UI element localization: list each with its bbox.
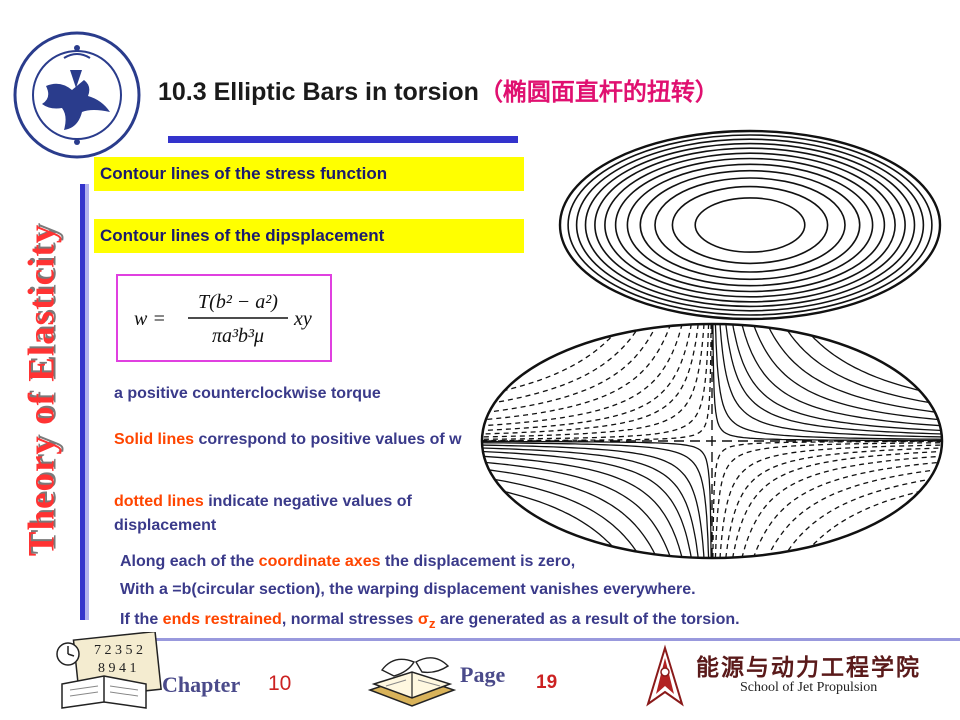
ends-text-end: are generated as a result of the torsion… — [435, 611, 740, 628]
warping-formula: w = T(b² − a²) πa³b³μ xy — [116, 274, 332, 362]
university-logo — [12, 30, 142, 160]
axes-emphasis: coordinate axes — [258, 553, 381, 570]
school-name-chinese: 能源与动力工程学院 — [696, 655, 921, 681]
ends-text-start: If the — [120, 611, 163, 628]
axes-note: Along each of the coordinate axes the di… — [120, 550, 575, 574]
axes-text-start: Along each of the — [120, 553, 259, 570]
chapter-number: 10 — [268, 672, 292, 695]
displacement-label: Contour lines of the dipsplacement — [94, 219, 524, 253]
restrained-ends-note: If the ends restrained, normal stresses … — [120, 608, 740, 636]
torque-note: a positive counterclockwise torque — [114, 385, 381, 402]
dotted-lines-note: dotted lines indicate negative values of… — [114, 490, 514, 538]
title-underline — [168, 136, 518, 143]
solid-lines-text: correspond to positive values of w — [194, 431, 462, 448]
ends-text-mid: , normal stresses — [281, 611, 418, 628]
slide-title: 10.3 Elliptic Bars in torsion（椭圆面直杆的扭转） — [158, 72, 719, 107]
solid-lines-note: Solid lines correspond to positive value… — [114, 428, 494, 452]
formula-denominator: πa³b³μ — [212, 325, 264, 347]
math-clipart-icon: 7 2 3 5 2 8 9 4 1 — [54, 630, 166, 712]
sidebar-rule-shadow — [84, 184, 89, 620]
school-name-english: School of Jet Propulsion — [740, 680, 878, 695]
chapter-label: Chapter — [162, 672, 241, 697]
sigma-symbol: σz — [417, 611, 436, 632]
book-icon — [364, 650, 460, 712]
vertical-course-title: Theory of Elasticity — [21, 223, 63, 557]
circular-section-note: With a =b(circular section), the warping… — [120, 581, 696, 598]
ends-emphasis: ends restrained — [162, 611, 282, 628]
solid-lines-emphasis: Solid lines — [114, 431, 195, 448]
dotted-lines-text: indicate negative values of displacement — [114, 493, 412, 534]
title-chinese: （椭圆面直杆的扭转） — [478, 78, 719, 106]
stress-function-contours — [558, 129, 942, 321]
page-label: Page — [460, 662, 506, 687]
dotted-lines-emphasis: dotted lines — [114, 493, 204, 510]
svg-text:8 9 4 1: 8 9 4 1 — [98, 661, 137, 676]
footer-rule — [120, 638, 960, 641]
sidebar-rule — [80, 184, 85, 620]
sigma-subscript: z — [428, 616, 436, 632]
formula-rhs: xy — [293, 308, 312, 330]
displacement-contours — [480, 322, 944, 560]
school-emblem-icon — [644, 644, 686, 710]
svg-text:7 2 3 5 2: 7 2 3 5 2 — [94, 643, 143, 658]
axes-text-end: the displacement is zero, — [380, 553, 576, 570]
formula-numerator: T(b² − a²) — [198, 291, 278, 313]
title-english: 10.3 Elliptic Bars in torsion — [158, 78, 479, 106]
sigma-letter: σ — [417, 611, 429, 628]
stress-function-label: Contour lines of the stress function — [94, 157, 524, 191]
formula-lhs: w = — [134, 308, 166, 330]
page-number: 19 — [536, 672, 558, 693]
